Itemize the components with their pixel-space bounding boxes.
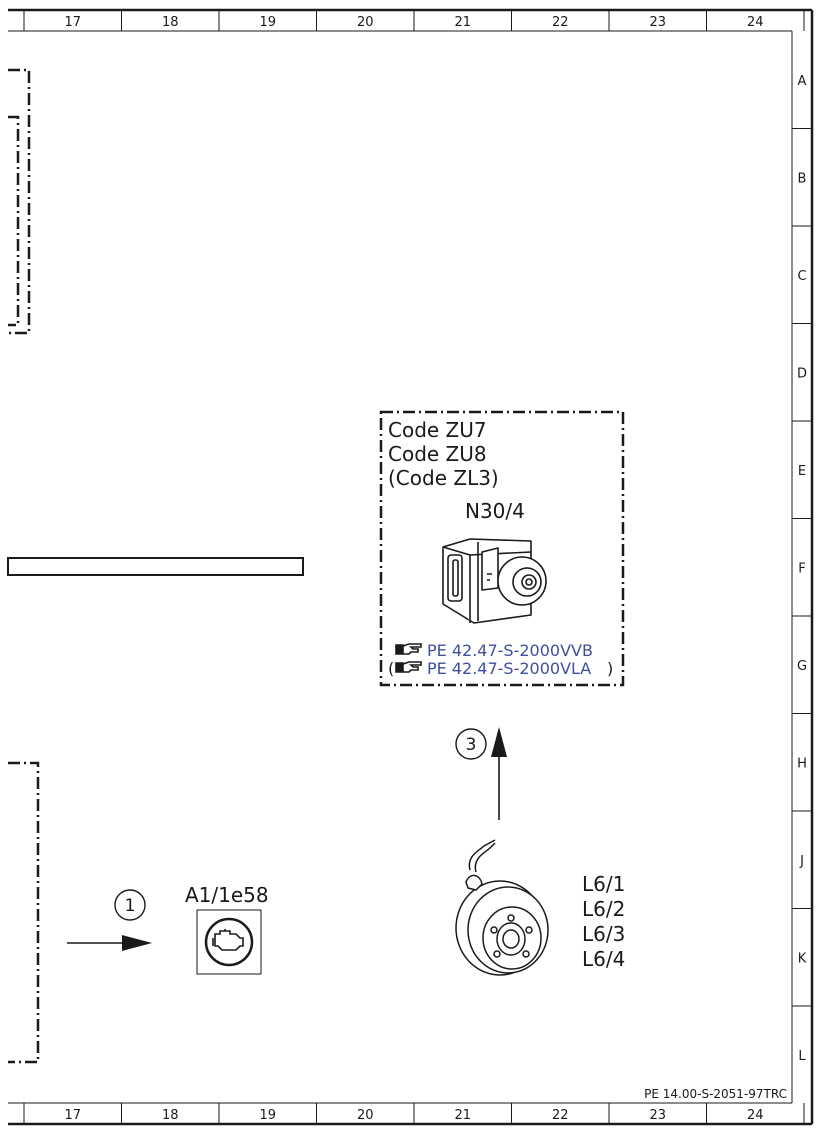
reference-link-2-text[interactable]: PE 42.47-S-2000VLA (427, 659, 591, 678)
row-label: F (798, 561, 805, 576)
row-label: H (797, 756, 807, 771)
hand-pointer-icon (395, 661, 422, 673)
callout-3: 3 (455, 728, 487, 760)
column-label: 24 (747, 15, 764, 30)
partial-box-bottom-left (8, 761, 40, 1064)
column-label: 23 (649, 1108, 666, 1123)
reference-link-1-text[interactable]: PE 42.47-S-2000VVB (427, 641, 593, 660)
sheet-frame (8, 8, 814, 1126)
column-label: 19 (259, 15, 276, 30)
bus-bar (7, 557, 304, 576)
abs-unit-icon (442, 538, 547, 624)
row-label: G (797, 659, 807, 674)
column-label: 19 (259, 1108, 276, 1123)
module-box-outline (379, 410, 625, 687)
callout-1: 1 (114, 889, 146, 921)
column-label: 20 (357, 15, 374, 30)
column-label: 18 (162, 1108, 179, 1123)
column-label: 23 (649, 15, 666, 30)
row-label: L (798, 1049, 806, 1064)
column-labels-top: 17 18 19 20 21 22 23 24 (64, 15, 763, 30)
reference-link-1[interactable]: PE 42.47-S-2000VVB (395, 641, 593, 660)
column-label: 24 (747, 1108, 764, 1123)
component-n30-4-label: N30/4 (465, 499, 525, 523)
row-label: E (798, 464, 806, 479)
row-label: J (799, 854, 804, 869)
link-open-paren: ( (388, 659, 394, 678)
column-label: 22 (552, 1108, 569, 1123)
column-labels-bottom: 17 18 19 20 21 22 23 24 (64, 1108, 763, 1123)
engine-warning-icon (196, 909, 262, 975)
column-label: 17 (64, 15, 81, 30)
engine-component-label: A1/1e58 (185, 883, 269, 907)
row-label: C (797, 269, 806, 284)
sensor-label-l6-4: L6/4 (582, 947, 625, 971)
row-label: D (797, 366, 807, 381)
row-label: K (798, 951, 807, 966)
column-label: 18 (162, 15, 179, 30)
column-label: 17 (64, 1108, 81, 1123)
column-label: 20 (357, 1108, 374, 1123)
sensor-label-l6-3: L6/3 (582, 922, 625, 946)
sensor-label-l6-2: L6/2 (582, 897, 625, 921)
column-label: 22 (552, 15, 569, 30)
row-label: B (798, 171, 807, 186)
document-id: PE 14.00-S-2051-97TRC (644, 1087, 787, 1101)
reference-link-2[interactable]: ( PE 42.47-S-2000VLA ) (388, 659, 613, 678)
row-label: A (798, 74, 807, 89)
hand-pointer-icon (395, 643, 422, 655)
callout-3-number: 3 (466, 735, 477, 755)
column-label: 21 (454, 1108, 471, 1123)
link-close-paren: ) (607, 659, 613, 678)
signal-arrow-up (491, 727, 507, 820)
row-labels: A B C D E F G H J K L (797, 74, 807, 1064)
column-label: 21 (454, 15, 471, 30)
code-line-1: Code ZU7 (388, 418, 487, 442)
partial-box-top-left (8, 68, 31, 335)
code-line-2: Code ZU8 (388, 442, 487, 466)
code-line-3: (Code ZL3) (388, 466, 499, 490)
signal-arrow-right (67, 935, 152, 951)
callout-1-number: 1 (125, 896, 136, 916)
brake-disc-icon (455, 839, 549, 976)
sensor-label-l6-1: L6/1 (582, 872, 625, 896)
